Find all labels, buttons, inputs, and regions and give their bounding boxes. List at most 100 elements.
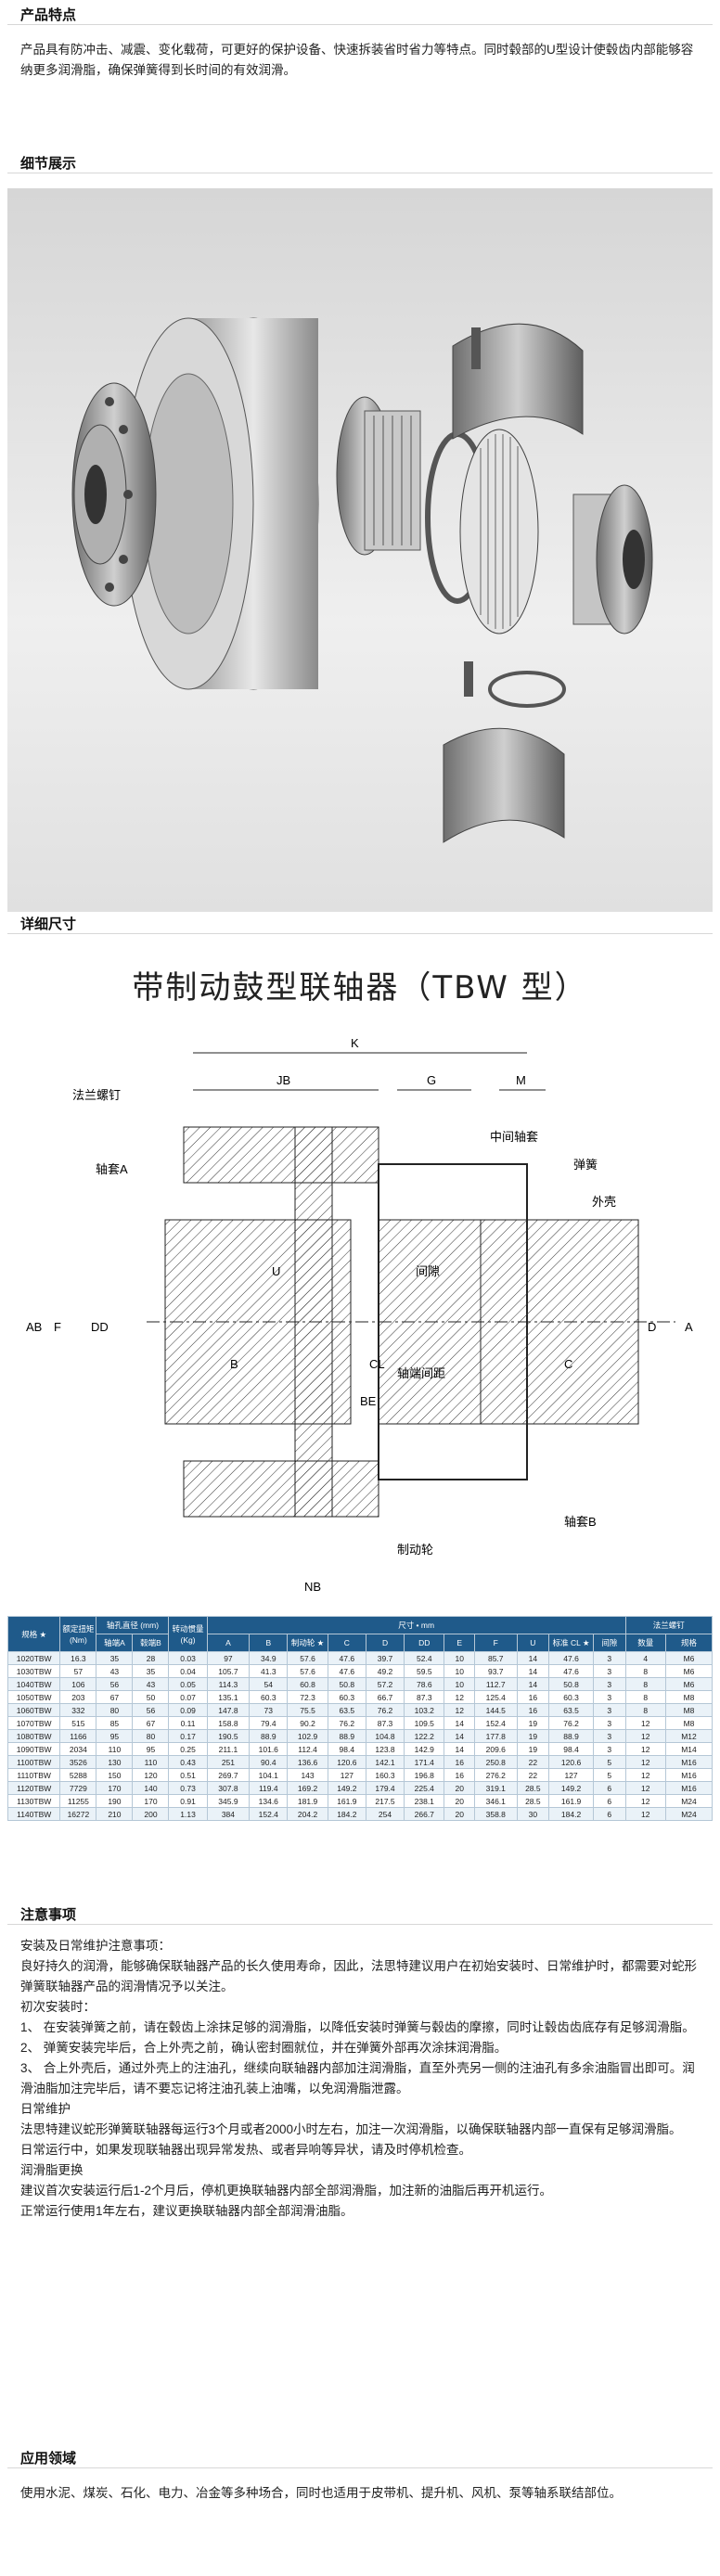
table-cell: M24 (664, 1807, 713, 1821)
table-cell: 332 (59, 1703, 97, 1717)
table-cell: 78.6 (404, 1677, 445, 1691)
table-cell: 152.4 (473, 1716, 518, 1730)
table-cell: 16 (516, 1690, 550, 1704)
table-cell: 87.3 (404, 1690, 445, 1704)
table-cell: 60.3 (249, 1690, 289, 1704)
table-cell: 225.4 (404, 1781, 445, 1795)
table-cell: 358.8 (473, 1807, 518, 1821)
table-cell: 76.2 (548, 1716, 594, 1730)
table-cell: 0.07 (168, 1690, 208, 1704)
model-cell: 1050TBW (7, 1690, 61, 1704)
table-cell: 47.6 (327, 1664, 366, 1678)
table-cell: 169.2 (287, 1781, 328, 1795)
table-cell: 319.1 (473, 1781, 518, 1795)
table-cell: 3 (592, 1690, 626, 1704)
table-cell: 266.7 (404, 1807, 445, 1821)
table-cell: 72.3 (287, 1690, 328, 1704)
table-cell: 123.8 (365, 1742, 405, 1756)
note-line: 安装及日常维护注意事项： (20, 1939, 171, 1953)
table-cell: 35 (132, 1664, 170, 1678)
note-line: 正常运行使用1年左右，建议更换联轴器内部全部润滑油脂。 (20, 2204, 354, 2218)
table-cell: 142.1 (365, 1755, 405, 1769)
table-cell: 0.17 (168, 1729, 208, 1743)
table-cell: 12 (624, 1794, 666, 1808)
table-cell: 3 (592, 1664, 626, 1678)
app-text: 使用水泥、煤炭、石化、电力、冶金等多种场合，同时也适用于皮带机、提升机、风机、泵… (20, 2486, 622, 2500)
table-cell: M6 (664, 1677, 713, 1691)
label-hub-a: 轴套A (96, 1162, 128, 1176)
table-cell: 181.9 (287, 1794, 328, 1808)
table-cell: 204.2 (287, 1807, 328, 1821)
table-cell: 158.8 (206, 1716, 251, 1730)
th-inertia: 转动惯量(Kg) (168, 1616, 208, 1652)
table-cell: 56 (96, 1677, 134, 1691)
app-section: 应用领域 使用水泥、煤炭、石化、电力、冶金等多种场合，同时也适用于皮带机、提升机… (0, 2445, 720, 2504)
th-C: C (327, 1634, 366, 1652)
table-cell: 10 (444, 1677, 475, 1691)
table-cell: 149.2 (548, 1781, 594, 1795)
table-cell: M6 (664, 1664, 713, 1678)
table-cell: 14 (516, 1664, 550, 1678)
table-cell: 50.8 (327, 1677, 366, 1691)
table-cell: 67 (132, 1716, 170, 1730)
table-cell: 35 (96, 1651, 134, 1665)
table-cell: 20 (444, 1794, 475, 1808)
label-flange-bolt: 法兰螺钉 (72, 1088, 121, 1102)
notes-text: 安装及日常维护注意事项：良好持久的润滑，能够确保联轴器产品的长久使用寿命，因此，… (0, 1936, 720, 2222)
table-cell: 177.8 (473, 1729, 518, 1743)
table-cell: 110 (132, 1755, 170, 1769)
table-cell: 14 (444, 1729, 475, 1743)
th-bore: 轴孔直径 (mm) (96, 1616, 170, 1634)
table-cell: 90.2 (287, 1716, 328, 1730)
section-title-app: 应用领域 (7, 2445, 713, 2468)
table-cell: 1.13 (168, 1807, 208, 1821)
table-cell: 10 (444, 1651, 475, 1665)
dim-C: C (564, 1357, 572, 1371)
dim-M: M (516, 1073, 526, 1087)
table-cell: 161.9 (327, 1794, 366, 1808)
table-cell: 76.2 (327, 1716, 366, 1730)
table-cell: M14 (664, 1742, 713, 1756)
table-cell: 97 (206, 1651, 251, 1665)
table-cell: 105.7 (206, 1664, 251, 1678)
label-mid-cover: 中间轴套 (490, 1130, 538, 1144)
th-CL: 标准 CL ★ (548, 1634, 594, 1652)
table-cell: 12 (624, 1755, 666, 1769)
tbw-drawing: 带制动鼓型联轴器（TBW 型） K JB G M (7, 942, 713, 1630)
dim-NB: NB (304, 1580, 321, 1594)
note-line: 建议首次安装运行后1-2个月后，停机更换联轴器内部全部润滑脂，加注新的油脂后再开… (20, 2184, 553, 2198)
table-cell: 345.9 (206, 1794, 251, 1808)
table-cell: 85.7 (473, 1651, 518, 1665)
dim-BE: BE (360, 1394, 377, 1408)
table-cell: 75.5 (287, 1703, 328, 1717)
table-cell: 41.3 (249, 1664, 289, 1678)
dim-AB: AB (26, 1320, 42, 1334)
table-cell: 12 (624, 1742, 666, 1756)
spec-table: 规格 ★ 额定扭矩(Nm) 轴孔直径 (mm) 转动惯量(Kg) 尺寸 • mm… (7, 1616, 713, 1821)
table-cell: 144.5 (473, 1703, 518, 1717)
table-cell: 160.3 (365, 1768, 405, 1782)
section-title-features: 产品特点 (7, 0, 713, 25)
size-section: 详细尺寸 带制动鼓型联轴器（TBW 型） K JB G M (0, 911, 720, 1630)
table-cell: 3526 (59, 1755, 97, 1769)
table-cell: 120.6 (548, 1755, 594, 1769)
table-cell: 16.3 (59, 1651, 97, 1665)
table-cell: 149.2 (327, 1781, 366, 1795)
section-title-detail: 细节展示 (7, 150, 713, 173)
drawing-title: 带制动鼓型联轴器（TBW 型） (132, 969, 588, 1006)
table-cell: 119.4 (249, 1781, 289, 1795)
table-cell: 12 (624, 1729, 666, 1743)
table-cell: 6 (592, 1794, 626, 1808)
th-E: E (444, 1634, 475, 1652)
table-cell: 73 (249, 1703, 289, 1717)
model-cell: 1100TBW (7, 1755, 61, 1769)
table-cell: 7729 (59, 1781, 97, 1795)
table-cell: 101.6 (249, 1742, 289, 1756)
table-cell: M8 (664, 1703, 713, 1717)
dim-B: B (230, 1357, 238, 1371)
table-cell: 50 (132, 1690, 170, 1704)
table-cell: 110 (96, 1742, 134, 1756)
table-cell: 112.7 (473, 1677, 518, 1691)
